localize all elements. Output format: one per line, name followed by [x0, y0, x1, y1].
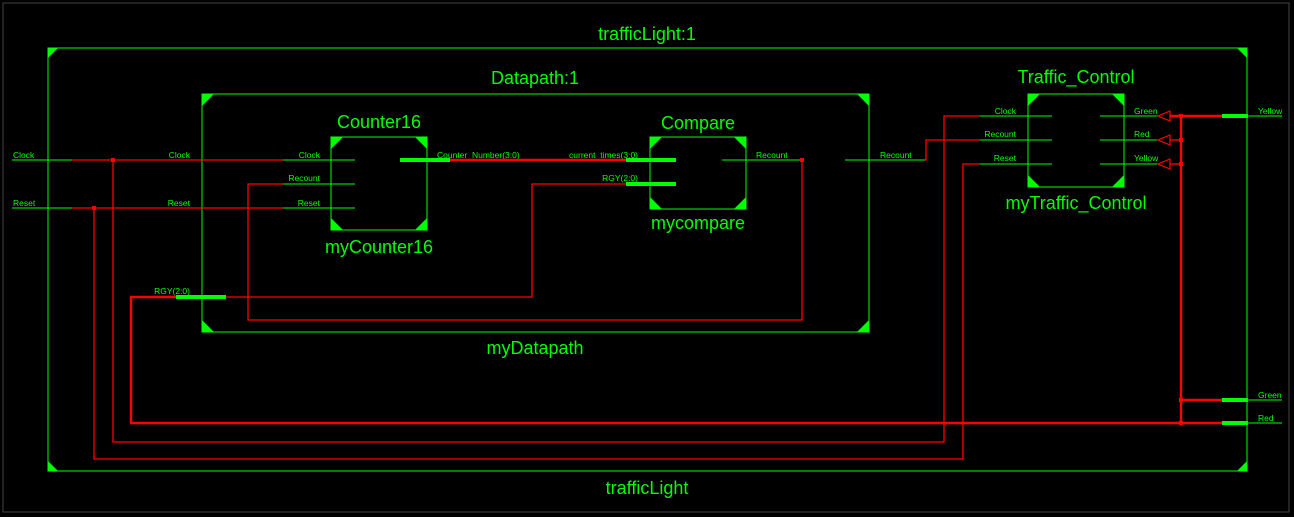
- control-recount-label: Recount: [984, 129, 1016, 139]
- corner-marker: [1112, 175, 1124, 187]
- dp-recount-label: Recount: [880, 150, 912, 160]
- red-buffer-icon: [1156, 134, 1171, 146]
- yellow-buffer-icon: [1156, 158, 1171, 170]
- control-green-label: Green: [1134, 106, 1158, 116]
- net-recount-to-control: [925, 139, 980, 161]
- counter16-title: Counter16: [337, 112, 421, 132]
- datapath-symbol[interactable]: Datapath:1 myDatapath: [201, 68, 870, 358]
- dp-rgy-label: RGY(2:0): [154, 286, 190, 296]
- dp-clock-label: Clock: [169, 150, 191, 160]
- port-reset-label: Reset: [13, 198, 36, 208]
- corner-marker: [415, 218, 427, 230]
- corner-marker: [202, 320, 214, 332]
- corner-marker: [1028, 94, 1040, 106]
- corner-marker: [331, 218, 343, 230]
- port-red-label: Red: [1258, 413, 1274, 423]
- top-instance-name: trafficLight: [606, 478, 689, 498]
- junction-dot: [800, 158, 804, 162]
- corner-marker: [857, 320, 869, 332]
- dp-reset-label: Reset: [168, 198, 191, 208]
- corner-marker: [857, 94, 869, 106]
- control-reset-label: Reset: [994, 153, 1017, 163]
- net-rgy-internal: [226, 183, 626, 298]
- counter16-block[interactable]: Counter16 myCounter16 Clock Recount Rese…: [283, 112, 520, 257]
- port-yellow-label: Yellow: [1258, 106, 1283, 116]
- traffic-control-title: Traffic_Control: [1017, 67, 1134, 88]
- green-buffer-icon: [1156, 110, 1171, 122]
- compare-times-label: current_times(3:0): [569, 150, 638, 160]
- counter-reset-label: Reset: [298, 198, 321, 208]
- net-rgy-bus: [129, 295, 1222, 425]
- corner-marker: [1237, 461, 1247, 471]
- corner-marker: [202, 94, 214, 106]
- compare-block[interactable]: Compare mycompare current_times(3:0) RGY…: [569, 113, 802, 233]
- counter-recount-label: Recount: [288, 173, 320, 183]
- junction-dot: [1179, 421, 1183, 425]
- top-ports: Clock Reset Yellow Green Red: [12, 106, 1283, 425]
- datapath-box: [201, 93, 870, 333]
- net-clock-to-control: [112, 115, 980, 443]
- junction-dot: [1179, 162, 1183, 166]
- net-reset-to-control: [93, 163, 980, 460]
- compare-instance: mycompare: [651, 213, 745, 233]
- corner-marker: [650, 197, 662, 209]
- datapath-title: Datapath:1: [491, 68, 579, 88]
- compare-box: [649, 136, 747, 210]
- corner-marker: [734, 197, 746, 209]
- net-recount-internal: [247, 160, 803, 321]
- nets: [72, 114, 1222, 460]
- control-yellow-label: Yellow: [1134, 153, 1159, 163]
- counter-number-label: Counter_Number(3:0): [437, 150, 520, 160]
- junction-dot: [1179, 114, 1183, 118]
- corner-marker: [415, 137, 427, 149]
- control-red-label: Red: [1134, 129, 1150, 139]
- traffic-control-instance: myTraffic_Control: [1005, 193, 1146, 214]
- corner-marker: [1237, 48, 1247, 58]
- top-symbol-box: [47, 47, 1248, 472]
- counter16-instance: myCounter16: [325, 237, 433, 257]
- datapath-pins: Clock Reset RGY(2:0) Recount: [145, 150, 925, 299]
- top-title: trafficLight:1: [598, 24, 696, 44]
- junction-dot: [111, 158, 115, 162]
- counter-clock-label: Clock: [299, 150, 321, 160]
- corner-marker: [331, 137, 343, 149]
- corner-marker: [1028, 175, 1040, 187]
- compare-recount-label: Recount: [756, 150, 788, 160]
- datapath-instance-name: myDatapath: [486, 338, 583, 358]
- compare-title: Compare: [661, 113, 735, 133]
- corner-marker: [48, 461, 58, 471]
- junction-dot: [1179, 398, 1183, 402]
- junction-dot: [1179, 138, 1183, 142]
- corner-marker: [650, 137, 662, 149]
- compare-rgy-label: RGY(2:0): [602, 173, 638, 183]
- top-symbol[interactable]: trafficLight:1 trafficLight: [47, 24, 1248, 498]
- control-clock-label: Clock: [995, 106, 1017, 116]
- corner-marker: [1112, 94, 1124, 106]
- corner-marker: [734, 137, 746, 149]
- junction-dot: [92, 206, 96, 210]
- traffic-control-block[interactable]: Traffic_Control myTraffic_Control Clock …: [980, 67, 1171, 214]
- port-green-label: Green: [1258, 390, 1282, 400]
- port-clock-label: Clock: [13, 150, 35, 160]
- corner-marker: [48, 48, 58, 58]
